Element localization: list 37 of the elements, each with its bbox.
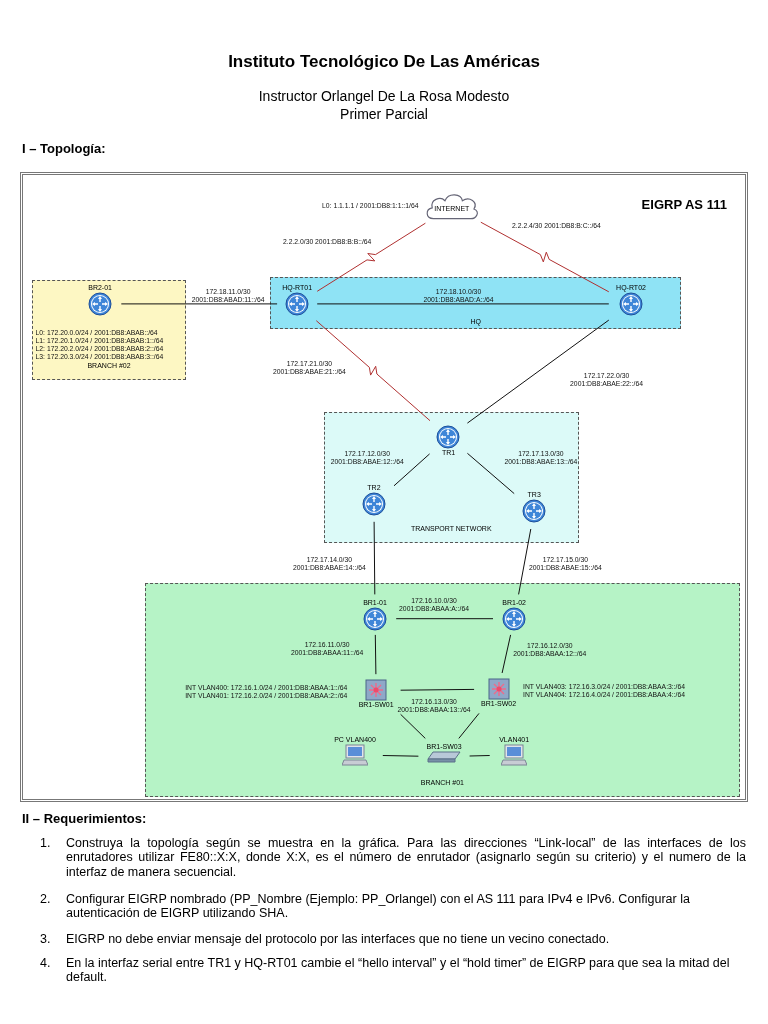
connection-line (400, 688, 475, 691)
list-item: Construya la topología según se muestra en la gráfica. Para las direcciones “Link-local” de las interfaces de los enrutadores utilizar FE80::X:X, donde X:X, es el número de enrutador (asignarlo según su criterio) y el numero de la interfaz de manera secuencial. (66, 836, 746, 880)
connection-line (480, 221, 610, 293)
list-number: 1. (40, 836, 52, 851)
subtitle: Primer Parcial (339, 106, 429, 123)
connection-line (316, 222, 426, 292)
connection-line (382, 755, 419, 757)
connection-line (373, 521, 376, 595)
list-number: 2. (40, 892, 52, 907)
connection-line (501, 634, 512, 674)
network-zone (270, 276, 682, 330)
connection-line (466, 452, 515, 495)
connection-line (395, 618, 494, 620)
connection-line (466, 319, 610, 424)
section-heading: II – Requerimientos: (22, 812, 148, 827)
diagram-frame (20, 172, 748, 802)
connection-line (400, 713, 426, 739)
section-heading: I – Topología: (22, 142, 107, 157)
connection-line (458, 712, 480, 739)
list-number: 3. (40, 932, 52, 947)
network-zone (323, 412, 579, 544)
zone-title: EIGRP AS 111 (641, 197, 727, 212)
list-item: Configurar EIGRP nombrado (PP_Nombre (Ejemplo: PP_Orlangel) con el AS 111 para IPv4 e IPv6. Configurar la autenticación de EIGRP utilizando SHA. (66, 892, 691, 921)
connection-line (469, 755, 491, 757)
connection-line (393, 453, 431, 487)
connection-line (316, 303, 610, 305)
list-number: 4. (40, 956, 52, 971)
network-zone (32, 280, 186, 381)
subtitle: Instructor Orlangel De La Rosa Modesto (257, 88, 511, 105)
connection-line (374, 634, 377, 675)
network-zone (144, 582, 741, 797)
list-item: En la interfaz serial entre TR1 y HQ-RT01 cambie el “hello interval” y el “hold timer” de EIGRP para que sea la mitad del default. (66, 956, 731, 985)
document-title: Instituto Tecnológico De Las Américas (227, 52, 541, 72)
list-item: EIGRP no debe enviar mensaje del protocolo por las interfaces que no tiene un vecino conectado. (66, 932, 611, 947)
connection-line (120, 303, 278, 305)
connection-line (315, 320, 431, 422)
connection-line (518, 528, 532, 595)
